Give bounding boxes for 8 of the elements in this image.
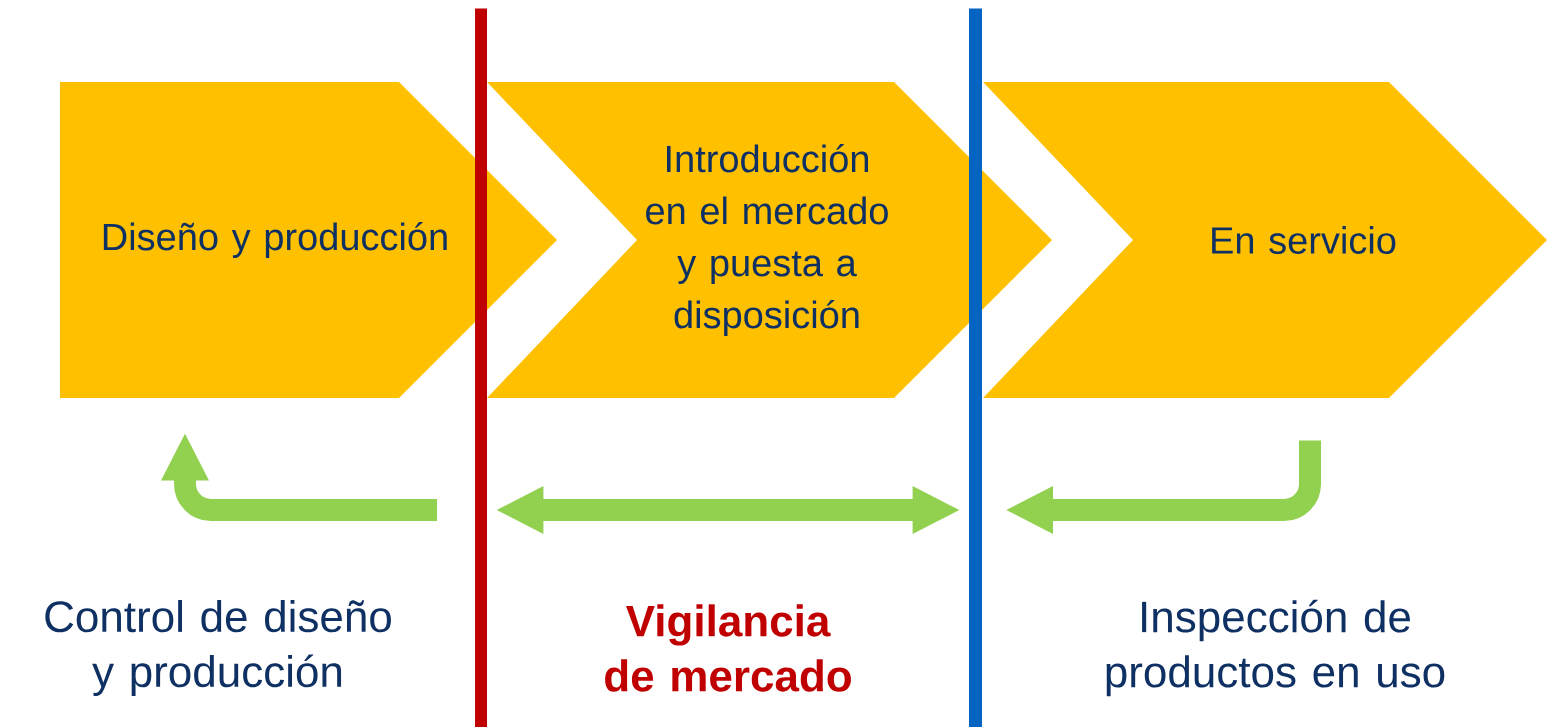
chevron-box: En servicio [983,82,1547,398]
caption-text: Inspección de productos en uso [1106,599,1445,697]
caption-text: Vigilancia de mercado [605,604,851,692]
chevron-box: Introducción en el mercado y puesta a disposición [487,82,1052,398]
divider-bar [969,8,982,727]
chevron-box: Diseño y producción [60,82,557,398]
caption-text: Control de diseño y producción [45,599,391,696]
divider-bar [475,8,487,727]
